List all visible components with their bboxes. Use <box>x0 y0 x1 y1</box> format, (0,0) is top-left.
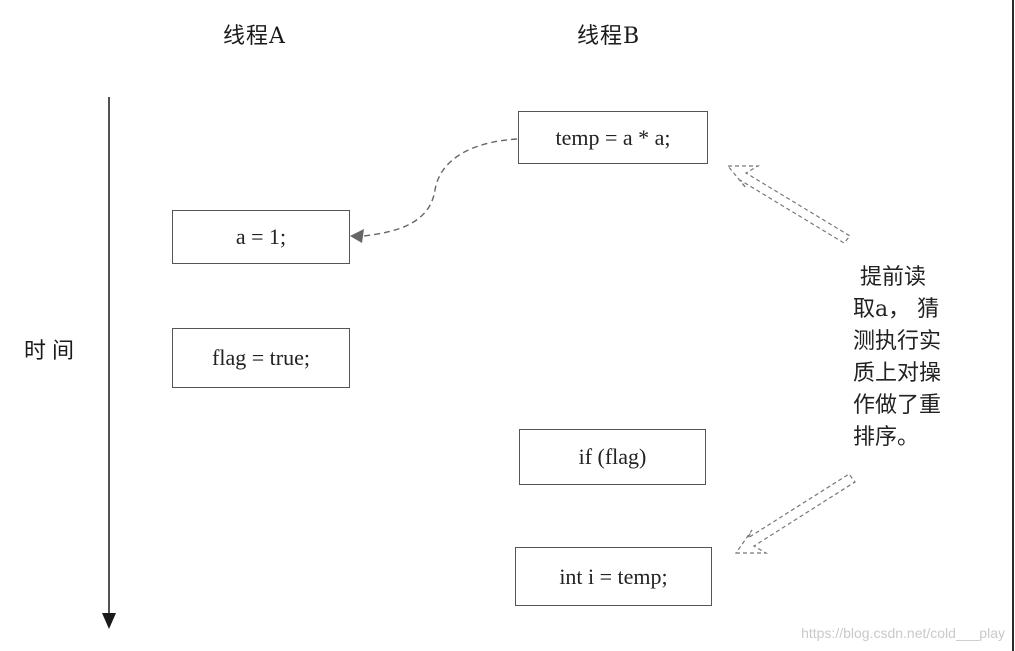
time-arrow-head <box>102 613 116 629</box>
op-box-b1: temp = a * a; <box>518 111 708 164</box>
note-line: 排序。 <box>853 425 920 450</box>
upper-reorder-arrow <box>726 165 851 244</box>
read-dependency-arrow <box>362 138 518 237</box>
time-axis-label: 时间 <box>24 339 81 364</box>
note-line: 取a， 猜 <box>853 297 940 322</box>
op-box-b2: if (flag) <box>519 429 706 485</box>
note-line: 提前读 <box>853 265 926 290</box>
reorder-note: 提前读 取a， 猜 测执行实 质上对操 作做了重 排序。 <box>853 262 963 454</box>
note-line: 作做了重 <box>853 393 942 418</box>
op-box-b3: int i = temp; <box>515 547 712 606</box>
watermark: https://blog.csdn.net/cold___play <box>801 625 1005 641</box>
op-box-a1: a = 1; <box>172 210 350 264</box>
right-border <box>1012 0 1014 651</box>
read-dependency-arrowhead <box>350 229 364 243</box>
thread-a-header: 线程A <box>223 24 286 49</box>
lower-reorder-arrow <box>734 473 856 554</box>
op-box-a2: flag = true; <box>172 328 350 388</box>
note-line: 质上对操 <box>853 361 942 386</box>
thread-b-header: 线程B <box>577 24 641 49</box>
note-line: 测执行实 <box>853 329 942 354</box>
